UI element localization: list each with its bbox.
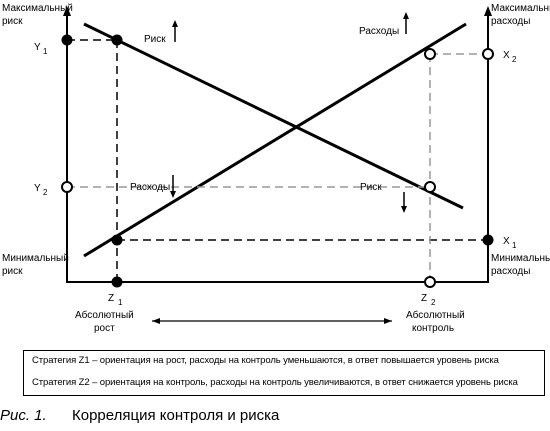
risk-top-label: Риск [144,34,166,45]
y1-subscript: 1 [43,47,48,56]
x1-label: X [503,236,510,247]
z2-label: Z [421,293,427,304]
right-axis-arrowhead [484,6,492,16]
min-risk-label-2: риск [2,266,23,277]
costs-up-arrowhead [403,12,409,19]
strategy-range-left-arrowhead [152,318,160,324]
costs-line [83,22,467,258]
y2-point [61,181,73,193]
figure-title: Корреляция контроля и риска [72,407,280,424]
z1-subscript: 1 [118,298,123,307]
max-costs-label-1: Максимальные [491,3,550,14]
strategy-range-right-arrowhead [384,318,392,324]
figure-number: Рис. 1. [0,407,47,424]
x2-subscript: 2 [512,55,517,64]
z2-subscript: 2 [431,298,436,307]
abs-control-label-1: Абсолютный [406,309,465,321]
x1-point [482,234,494,246]
risk-up-arrowhead [172,20,178,27]
risk-z1-point [111,34,123,46]
max-risk-label-1: Максимальный [2,3,73,14]
strategy-legend: Стратегия Z1 – ориентация на рост, расхо… [23,350,545,396]
min-risk-label-1: Минимальный [2,253,69,264]
legend-strategy-z2: Стратегия Z2 – ориентация на контроль, р… [32,377,518,388]
left-axis-arrowhead [63,6,71,16]
y1-point [61,34,73,46]
risk-line [83,22,464,210]
costs-z1-point [111,234,123,246]
abs-control-label-2: контроль [412,323,454,334]
risk-control-diagram: Максимальный риск Максимальные расходы М… [2,3,550,334]
min-costs-label-2: расходы [491,266,530,277]
costs-mid-label: Расходы [130,182,170,193]
y2-label: Y [34,183,41,194]
x2-point [482,48,494,60]
y2-subscript: 2 [43,188,48,197]
legend-strategy-z1: Стратегия Z1 – ориентация на рост, расхо… [32,355,499,366]
costs-z2-point [424,48,436,60]
risk-z2-point [424,181,436,193]
risk-mid-label: Риск [360,182,382,193]
figure-caption: Рис. 1. Корреляция контроля и риска [0,407,279,424]
max-costs-label-2: расходы [491,16,530,27]
costs-down-arrowhead [170,191,176,198]
z2-point [424,276,436,288]
risk-down-arrowhead [401,206,407,213]
costs-top-label: Расходы [359,26,399,37]
y1-label: Y [34,42,41,53]
x1-subscript: 1 [512,241,517,250]
min-costs-label-1: Минимальные [491,253,550,264]
z1-label: Z [108,293,114,304]
max-risk-label-2: риск [2,16,23,27]
abs-growth-label-1: Абсолютный [75,309,134,321]
x2-label: X [503,50,510,61]
z1-point [111,276,123,288]
abs-growth-label-2: рост [94,323,115,334]
